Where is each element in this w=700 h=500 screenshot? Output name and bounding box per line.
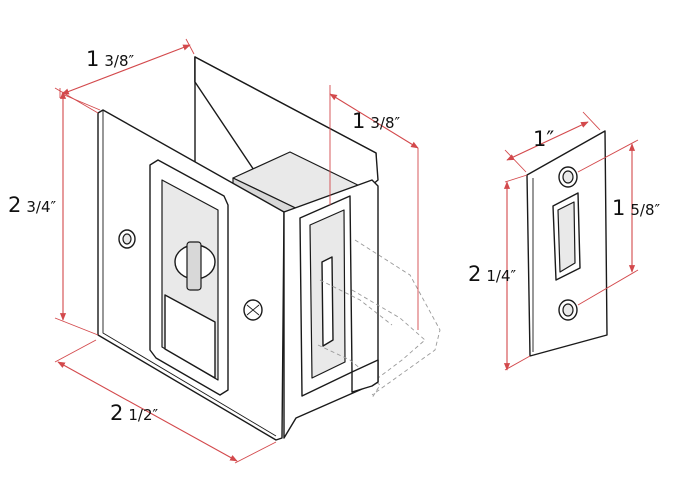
lock-bottom-tab: [351, 359, 379, 393]
pocket-door-lock: [97, 56, 441, 441]
dim-line-lock-depth: [61, 44, 191, 95]
screw-head-right: [243, 299, 263, 321]
dim-line-lock-width: [57, 361, 238, 462]
latch-extended-ghost: [317, 239, 441, 399]
dim-line-strike-width: [506, 121, 589, 161]
strike-slot-inner: [557, 201, 576, 273]
screw-hole-left: [118, 229, 136, 249]
privacy-turn-knob: [174, 241, 216, 291]
dim-line-edge-depth: [329, 93, 419, 149]
label-strike-width: 1″: [533, 127, 554, 151]
strike-screw-hole-bottom: [558, 299, 578, 321]
lock-edge-slot: [321, 256, 334, 347]
dimension-lines: [54, 38, 639, 464]
strike-screw-hole-top: [558, 166, 578, 188]
strike-plate: [526, 130, 608, 357]
